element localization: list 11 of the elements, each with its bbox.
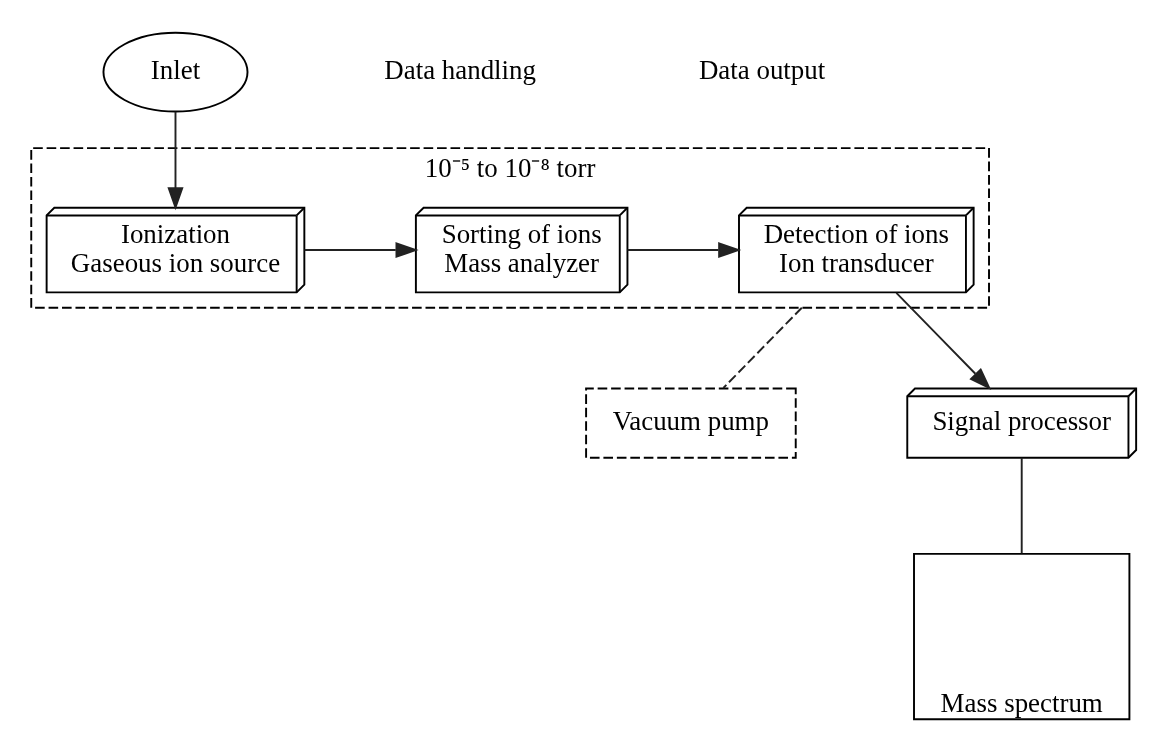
label: Data output [698,54,826,85]
arrow [626,241,742,258]
arrow [303,241,419,258]
arrow [167,110,184,210]
connector [722,306,803,389]
arrow [895,291,992,390]
node-box: Vacuum pump [585,387,797,459]
connector [1020,456,1023,554]
node-box: Mass spectrum [913,552,1131,720]
node-ellipse: Inlet [102,31,249,112]
label: Data handling [384,54,536,85]
